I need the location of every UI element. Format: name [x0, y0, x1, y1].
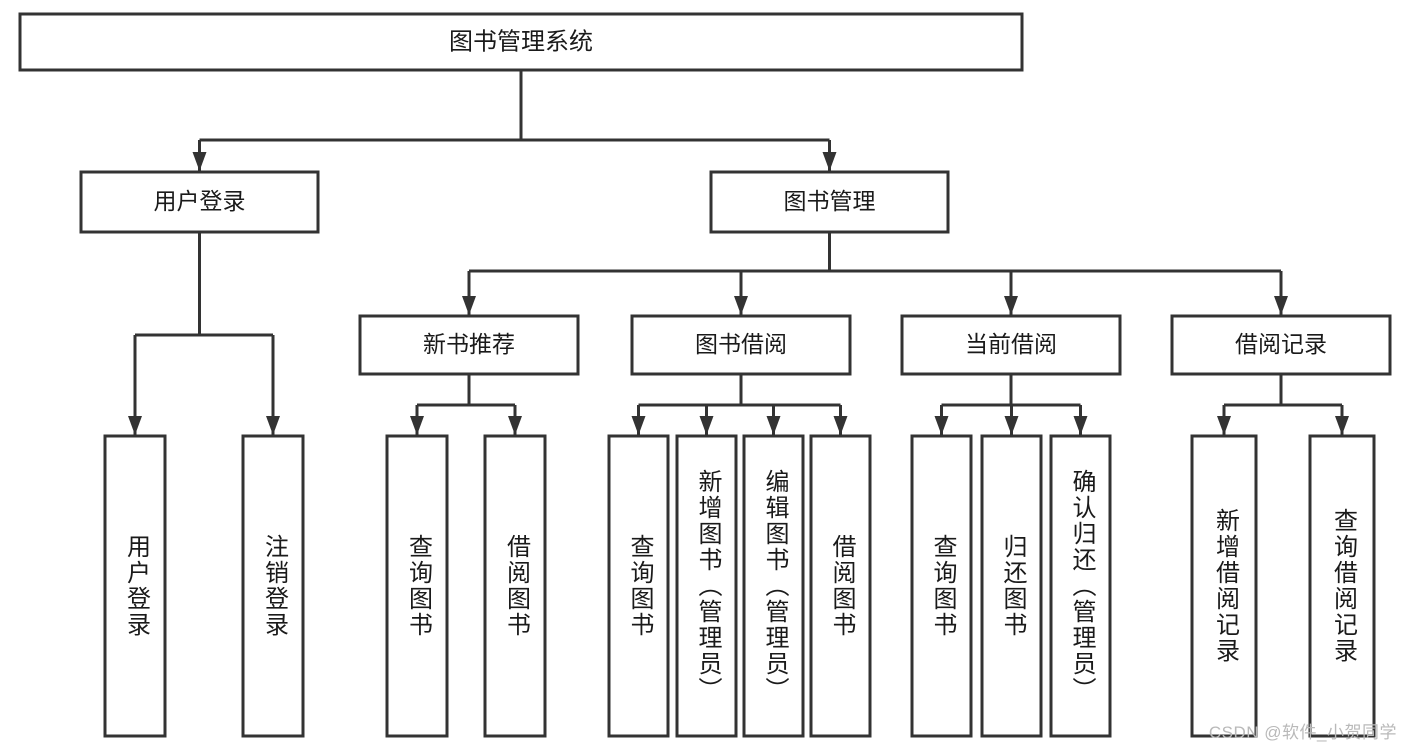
arrow-icon-bb-add-book	[699, 416, 714, 435]
arrow-icon-user-login-do	[128, 416, 142, 435]
arrow-icon-new-book-recommend	[462, 296, 476, 315]
node-box-user-logout	[241, 434, 305, 738]
arrow-icon-cb-return-book	[1004, 416, 1019, 435]
arrow-icon-nbr-query-book	[410, 416, 424, 435]
node-box-nbr-query-book	[385, 434, 449, 738]
node-current-borrow[interactable]: 当前借阅	[900, 314, 1122, 376]
node-label-book-manage: 图书管理	[784, 188, 876, 214]
node-box-bb-borrow-book	[809, 434, 872, 738]
node-cb-query-book[interactable]	[910, 434, 973, 738]
arrow-icon-book-manage	[822, 152, 837, 171]
node-label-root: 图书管理系统	[449, 28, 593, 55]
node-box-nbr-borrow-book	[483, 434, 547, 738]
node-box-br-query-record	[1308, 434, 1376, 738]
node-label-borrow-record: 借阅记录	[1235, 331, 1327, 357]
node-box-new-book-recommend	[358, 314, 580, 376]
node-box-br-add-record	[1190, 434, 1258, 738]
node-user-login[interactable]: 用户登录	[79, 170, 320, 234]
node-box-cb-return-book	[980, 434, 1043, 738]
node-box-cb-query-book	[910, 434, 973, 738]
node-box-bb-query-book	[607, 434, 670, 738]
node-box-user-login-do	[103, 434, 167, 738]
node-box-bb-add-book	[675, 434, 738, 738]
node-nbr-query-book[interactable]	[385, 434, 449, 738]
node-bb-edit-book[interactable]	[742, 434, 805, 738]
node-cb-confirm-return[interactable]	[1049, 434, 1112, 738]
node-box-book-borrow	[630, 314, 852, 376]
node-bb-add-book[interactable]	[675, 434, 738, 738]
node-borrow-record[interactable]: 借阅记录	[1170, 314, 1392, 376]
arrow-icon-user-login	[192, 152, 207, 171]
node-box-book-manage	[709, 170, 950, 234]
arrow-icon-cb-query-book	[934, 416, 949, 435]
node-nbr-borrow-book[interactable]	[483, 434, 547, 738]
arrow-icon-br-query-record	[1335, 416, 1349, 435]
node-cb-return-book[interactable]	[980, 434, 1043, 738]
node-box-cb-confirm-return	[1049, 434, 1112, 738]
node-br-add-record[interactable]	[1190, 434, 1258, 738]
node-user-login-do[interactable]	[103, 434, 167, 738]
arrow-icon-bb-query-book	[631, 416, 646, 435]
arrow-icon-borrow-record	[1274, 296, 1288, 315]
node-box-borrow-record	[1170, 314, 1392, 376]
node-bb-query-book[interactable]	[607, 434, 670, 738]
arrow-icon-br-add-record	[1217, 416, 1231, 435]
arrow-icon-nbr-borrow-book	[508, 416, 522, 435]
arrow-icon-bb-edit-book	[766, 416, 781, 435]
node-box-root	[18, 12, 1024, 72]
arrow-icon-book-borrow	[734, 296, 748, 315]
node-book-borrow[interactable]: 图书借阅	[630, 314, 852, 376]
node-root[interactable]: 图书管理系统	[18, 12, 1024, 72]
node-bb-borrow-book[interactable]	[809, 434, 872, 738]
arrow-icon-cb-confirm-return	[1073, 416, 1088, 435]
node-br-query-record[interactable]	[1308, 434, 1376, 738]
node-label-user-login: 用户登录	[154, 188, 246, 214]
node-book-manage[interactable]: 图书管理	[709, 170, 950, 234]
node-label-new-book-recommend: 新书推荐	[423, 331, 515, 357]
node-label-book-borrow: 图书借阅	[695, 331, 787, 357]
node-box-current-borrow	[900, 314, 1122, 376]
node-new-book-recommend[interactable]: 新书推荐	[358, 314, 580, 376]
node-user-logout[interactable]	[241, 434, 305, 738]
arrow-icon-current-borrow	[1004, 296, 1018, 315]
node-label-current-borrow: 当前借阅	[965, 331, 1057, 357]
arrow-icon-bb-borrow-book	[833, 416, 848, 435]
watermark-text: CSDN @软件_小贺同学	[1208, 723, 1397, 742]
node-box-bb-edit-book	[742, 434, 805, 738]
arrow-icon-user-logout	[266, 416, 280, 435]
